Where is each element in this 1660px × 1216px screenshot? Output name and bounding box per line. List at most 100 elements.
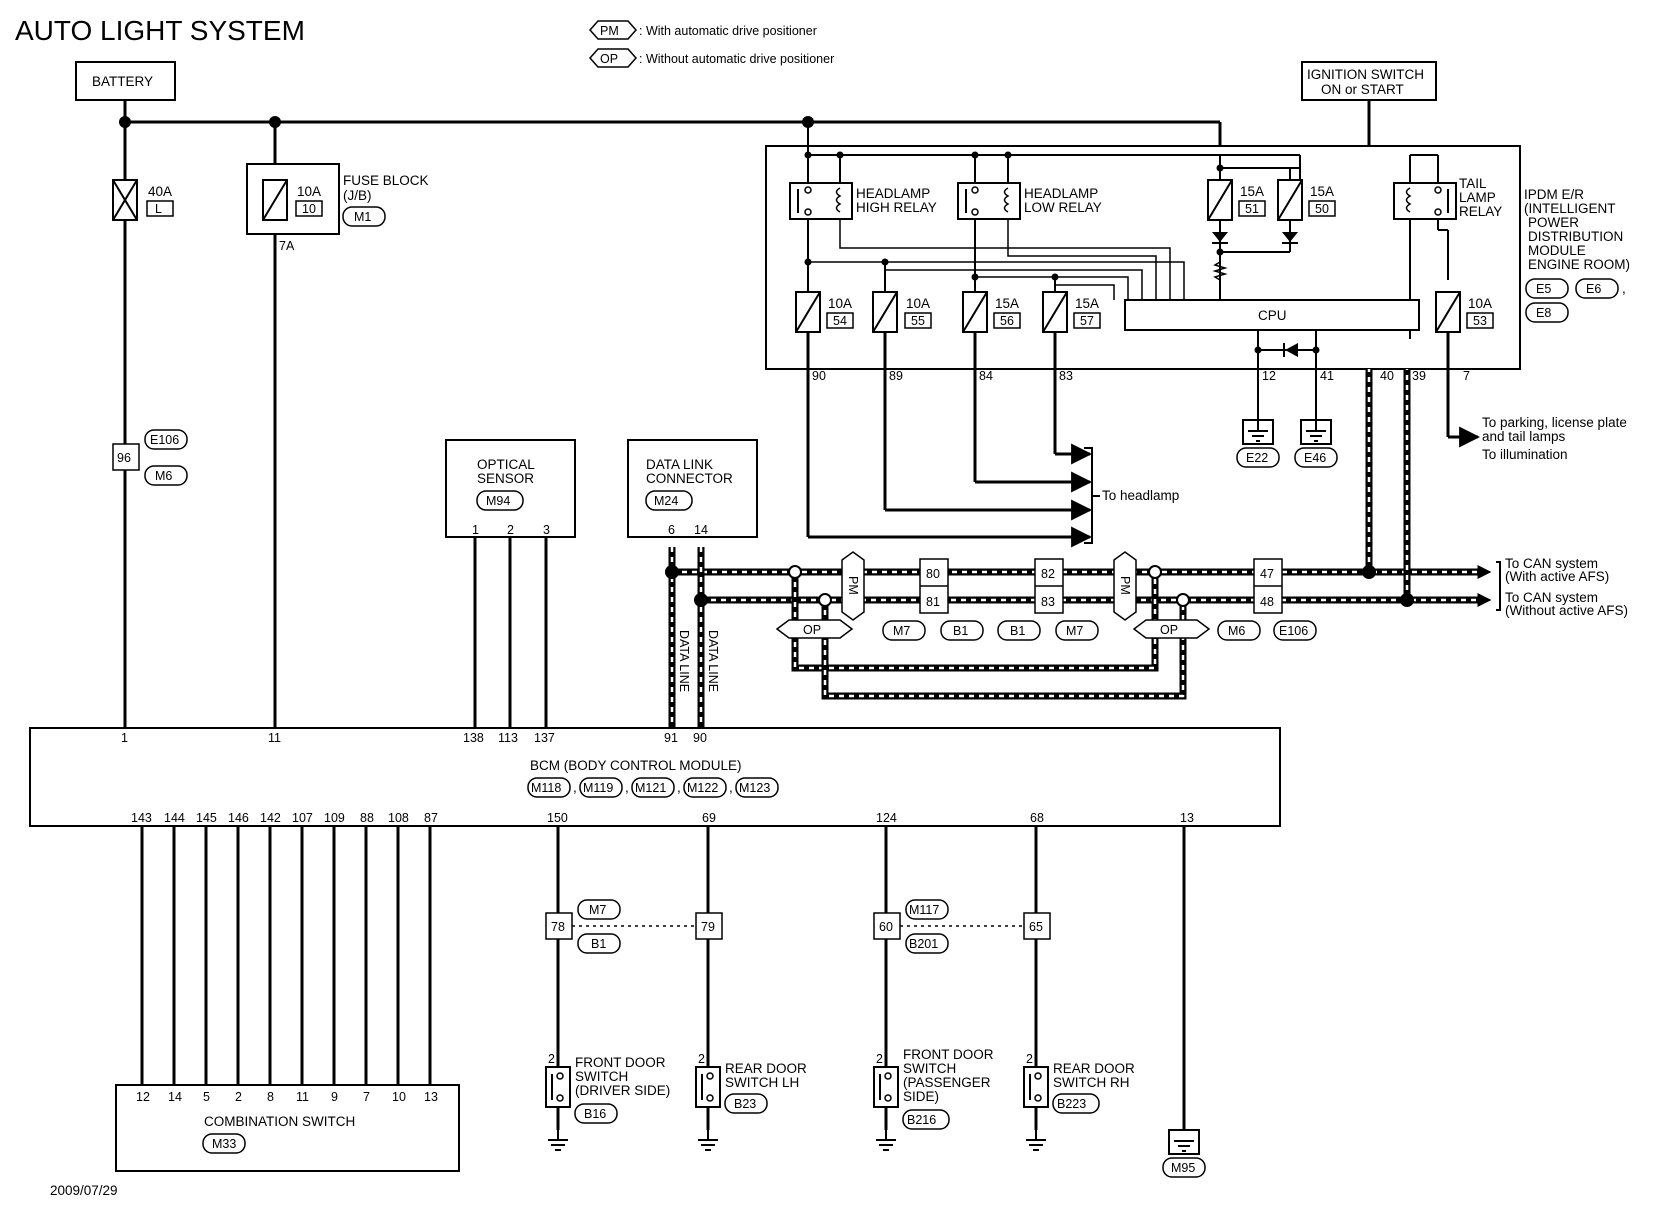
ground-e46: E46 xyxy=(1294,378,1338,468)
svg-text:55: 55 xyxy=(911,314,925,328)
svg-text:M94: M94 xyxy=(486,494,510,508)
svg-text:96: 96 xyxy=(117,451,131,465)
svg-text:B1: B1 xyxy=(591,937,606,951)
svg-text:124: 124 xyxy=(876,811,897,825)
svg-text:12: 12 xyxy=(136,1090,150,1104)
legend-op-text: : Without automatic drive positioner xyxy=(639,52,834,66)
svg-text:10: 10 xyxy=(302,202,316,216)
svg-text:IGNITION SWITCH: IGNITION SWITCH xyxy=(1307,67,1424,82)
svg-text:M7: M7 xyxy=(893,624,910,638)
resistor-icon xyxy=(1212,261,1228,281)
can-op-tag-2: OP xyxy=(1132,619,1211,639)
fuse-56: 15A 56 xyxy=(962,291,1021,333)
svg-text:84: 84 xyxy=(979,369,993,383)
svg-text:2: 2 xyxy=(235,1090,242,1104)
svg-text:2: 2 xyxy=(548,1052,555,1066)
svg-text:TAIL: TAIL xyxy=(1459,176,1487,191)
svg-text:107: 107 xyxy=(292,811,313,825)
svg-text:7: 7 xyxy=(1463,369,1470,383)
svg-text:(Without active AFS): (Without active AFS) xyxy=(1505,603,1628,618)
svg-text:To parking, license plate: To parking, license plate xyxy=(1482,415,1627,430)
svg-text:13: 13 xyxy=(424,1090,438,1104)
svg-text:POWER: POWER xyxy=(1528,215,1579,230)
diode-icon xyxy=(1212,232,1228,242)
svg-text:144: 144 xyxy=(164,811,185,825)
svg-text:and tail lamps: and tail lamps xyxy=(1482,429,1566,444)
optical-sensor-box xyxy=(445,439,576,538)
bcm-connectors: M118 , M119 , M121 , M122 , M123 xyxy=(527,777,779,798)
legend-pm-text: : With automatic drive positioner xyxy=(639,24,817,38)
svg-text:68: 68 xyxy=(1030,811,1044,825)
svg-text:39: 39 xyxy=(1412,369,1426,383)
svg-text:7: 7 xyxy=(363,1090,370,1104)
legend-pm-tag: PM xyxy=(600,24,619,38)
svg-text:3: 3 xyxy=(543,523,550,537)
battery-box xyxy=(75,61,176,101)
rear-door-switch-rh: 2 REAR DOOR SWITCH RH B223 xyxy=(1023,1052,1135,1151)
svg-text:RELAY: RELAY xyxy=(1459,204,1502,219)
cpu-box xyxy=(1124,299,1420,331)
svg-text:1: 1 xyxy=(472,523,479,537)
svg-text:B223: B223 xyxy=(1057,1097,1086,1111)
can-pm-tag-1: PM xyxy=(841,551,865,621)
svg-text:83: 83 xyxy=(1059,369,1073,383)
svg-text:15A: 15A xyxy=(1310,184,1334,199)
combination-switch-conn: M33 xyxy=(212,1137,236,1151)
svg-text:90: 90 xyxy=(693,731,707,745)
svg-text:REAR DOOR: REAR DOOR xyxy=(725,1061,807,1076)
fuse-54: 10A 54 xyxy=(795,291,854,333)
svg-text:SWITCH RH: SWITCH RH xyxy=(1053,1075,1130,1090)
svg-text:60: 60 xyxy=(879,920,893,934)
svg-text:M95: M95 xyxy=(1171,1161,1195,1175)
svg-text:88: 88 xyxy=(360,811,374,825)
svg-text:E106: E106 xyxy=(1279,624,1308,638)
svg-text:143: 143 xyxy=(131,811,152,825)
svg-text:87: 87 xyxy=(424,811,438,825)
svg-text:,: , xyxy=(1622,281,1626,296)
svg-text:13: 13 xyxy=(1180,811,1194,825)
svg-text:E5: E5 xyxy=(1536,282,1551,296)
svg-text:113: 113 xyxy=(498,731,518,745)
svg-text:ON or START: ON or START xyxy=(1321,82,1404,97)
svg-text:CPU: CPU xyxy=(1258,308,1287,323)
svg-text:IPDM E/R: IPDM E/R xyxy=(1524,187,1584,202)
ignition-switch-box xyxy=(1301,61,1437,101)
svg-text:B216: B216 xyxy=(907,1113,936,1127)
svg-text:142: 142 xyxy=(260,811,281,825)
svg-text:109: 109 xyxy=(324,811,345,825)
svg-text:M122: M122 xyxy=(687,781,718,795)
svg-text:9: 9 xyxy=(331,1090,338,1104)
svg-text:91: 91 xyxy=(664,731,678,745)
svg-text:PM: PM xyxy=(846,576,860,595)
legend: PM : With automatic drive positioner OP … xyxy=(588,20,834,68)
svg-text:57: 57 xyxy=(1080,314,1094,328)
svg-text:,: , xyxy=(625,780,629,795)
svg-text:47: 47 xyxy=(1260,567,1274,581)
svg-text:83: 83 xyxy=(1041,595,1055,609)
svg-text:78: 78 xyxy=(551,920,565,934)
svg-text:150: 150 xyxy=(547,811,568,825)
front-door-switch-passenger: 2 FRONT DOOR SWITCH (PASSENGER SIDE) B21… xyxy=(873,1047,994,1151)
bcm-box xyxy=(29,727,1281,827)
svg-text:(J/B): (J/B) xyxy=(343,188,372,203)
can-joint-m6-e106: 47 48 M6 E106 xyxy=(1217,558,1317,641)
svg-text:M123: M123 xyxy=(739,781,770,795)
svg-text:2: 2 xyxy=(698,1052,705,1066)
svg-text:E6: E6 xyxy=(1586,282,1601,296)
svg-text:E8: E8 xyxy=(1536,306,1551,320)
svg-text:OPTICAL: OPTICAL xyxy=(477,457,535,472)
door-joint-60-65: 60 65 M117 B201 xyxy=(873,899,1051,954)
svg-text:10A: 10A xyxy=(828,296,852,311)
page-title: AUTO LIGHT SYSTEM xyxy=(15,15,305,46)
svg-text:(DRIVER SIDE): (DRIVER SIDE) xyxy=(575,1083,670,1098)
svg-text:DISTRIBUTION: DISTRIBUTION xyxy=(1528,229,1623,244)
svg-text:M118: M118 xyxy=(531,781,561,795)
svg-text:B1: B1 xyxy=(953,624,968,638)
svg-text:FRONT DOOR: FRONT DOOR xyxy=(575,1055,666,1070)
svg-text:10A: 10A xyxy=(297,184,321,199)
svg-text:7A: 7A xyxy=(279,239,295,253)
svg-text:138: 138 xyxy=(463,731,484,745)
svg-text:M24: M24 xyxy=(654,494,678,508)
svg-text:82: 82 xyxy=(1041,567,1055,581)
